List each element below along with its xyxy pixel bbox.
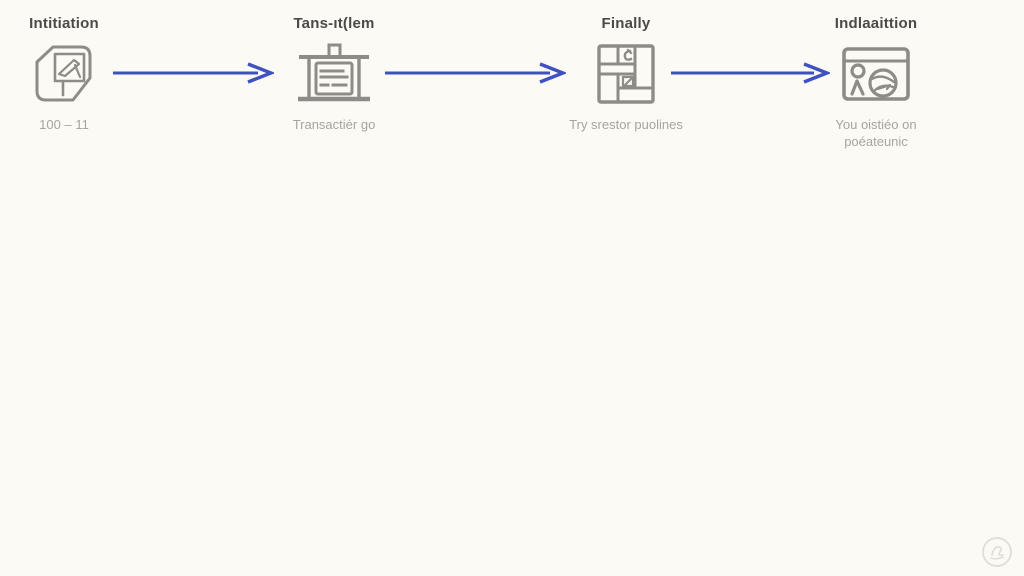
certificate-board-icon xyxy=(249,42,419,106)
step-initiation: Intitiation 100 – 11 xyxy=(0,14,149,133)
step-subtitle: Transactiér go xyxy=(292,117,376,132)
step-finally: Finally Try srestor puolines xyxy=(541,14,711,133)
step-subtitle: Try srestor puolines xyxy=(569,117,683,132)
step-title: Finally xyxy=(601,15,651,32)
step-title: Tans-ıt(lem xyxy=(293,15,375,32)
flow-arrow-right-icon xyxy=(112,61,276,85)
step-title: Indlaaittion xyxy=(834,15,918,32)
flow-arrow-right-icon xyxy=(670,61,832,85)
step-transaction: Tans-ıt(lem Transactiér go xyxy=(249,14,419,133)
step-subtitle: You oistiéo on poéateunic xyxy=(835,117,917,149)
step-indication: Indlaaittion You oistiéo on poéateunic xyxy=(791,14,961,150)
contract-signature-icon xyxy=(0,42,149,106)
flow-arrow-right-icon xyxy=(384,61,568,85)
circular-logo-watermark-icon xyxy=(980,535,1014,569)
browser-user-globe-icon xyxy=(791,42,961,106)
mosaic-grid-icon xyxy=(541,42,711,106)
step-title: Intitiation xyxy=(29,15,99,32)
step-subtitle: 100 – 11 xyxy=(39,117,89,132)
